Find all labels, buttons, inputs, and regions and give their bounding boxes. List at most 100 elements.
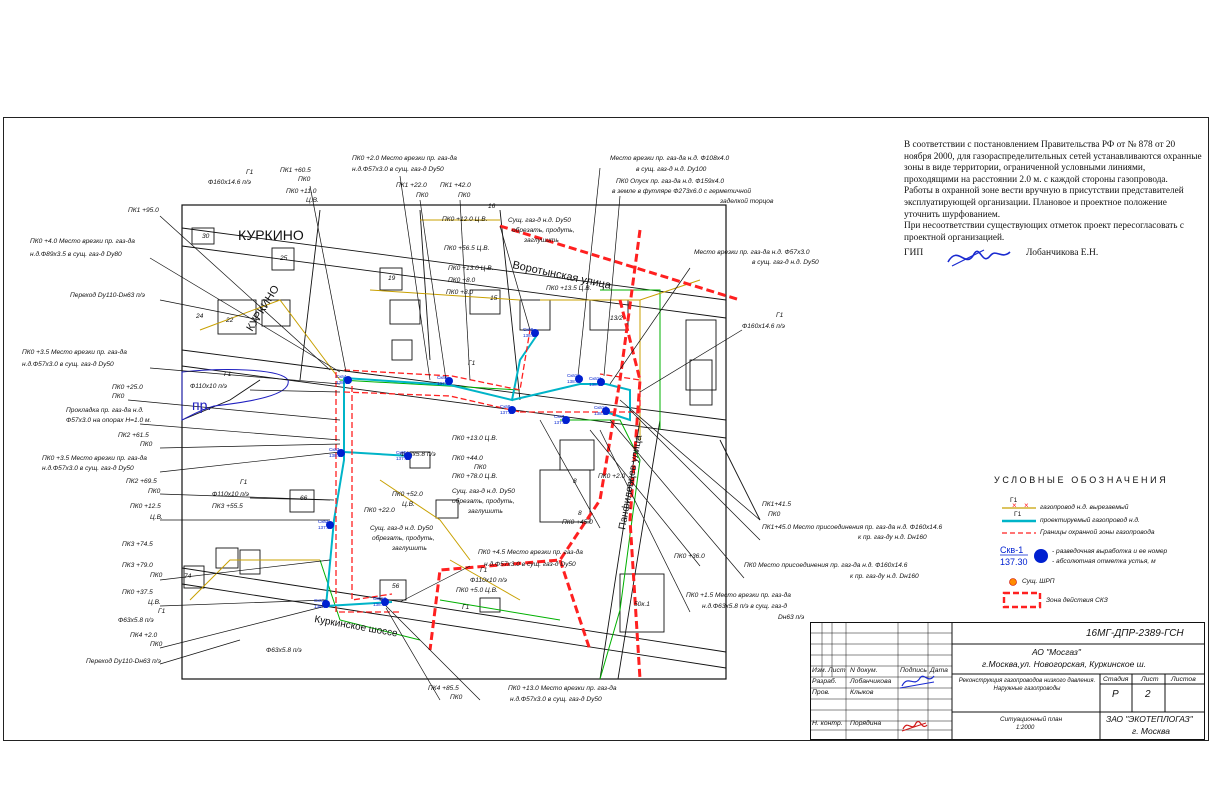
map-label: н.д.Ф57х3.0 в сущ. газ-д Dy50 bbox=[484, 560, 576, 568]
map-label: ПК0 +12.5 bbox=[130, 503, 161, 510]
map-label: 8 bbox=[573, 478, 577, 485]
map-label: ПК3 +74.5 bbox=[122, 541, 153, 548]
map-label: 22 bbox=[225, 317, 234, 324]
map-label: ПК0 +45.0 bbox=[562, 519, 593, 526]
map-label: ПК0 +8.0 bbox=[446, 289, 474, 296]
legend-title: УСЛОВНЫЕ ОБОЗНАЧЕНИЯ bbox=[994, 475, 1169, 485]
borehole-id: Скв11 bbox=[589, 376, 602, 381]
map-label: 24 bbox=[195, 313, 204, 320]
map-label: обрезать, продуть, bbox=[452, 497, 515, 505]
scale: 1:2000 bbox=[1016, 725, 1035, 731]
map-label: ПК0 +3.5 Место врезки пр. газ-да bbox=[22, 348, 127, 356]
map-label: Переход Dy110-Dн63 п/э bbox=[70, 291, 146, 299]
map-label: 56 bbox=[392, 583, 400, 590]
map-label: ПК1 +42.0 bbox=[440, 182, 471, 189]
map-label: ПК1+45.0 Место присоединения пр. газ-да … bbox=[762, 523, 942, 531]
map-label: к пр. газ-ду н.д. Dн160 bbox=[858, 533, 927, 541]
map-label: 15 bbox=[490, 295, 498, 302]
borehole-elevation: 137.30 bbox=[500, 410, 514, 415]
map-label: Г1 bbox=[246, 169, 254, 176]
map-label: Место врезки пр. газ-да н.д. Ф108х4.0 bbox=[610, 154, 730, 162]
gip-label: ГИП bbox=[904, 248, 924, 258]
map-label: заглушить bbox=[391, 545, 427, 552]
drawing-frame bbox=[3, 117, 1209, 741]
borehole-id: Скв8 bbox=[500, 404, 511, 409]
org-name: АО "Мосгаз" bbox=[1032, 647, 1081, 657]
borehole-id: Скв6 bbox=[437, 375, 448, 380]
map-label: ПК1 +60.5 bbox=[280, 167, 311, 174]
role-prov: Пров. bbox=[812, 689, 830, 696]
map-label: ПК0 +8.0 bbox=[448, 277, 476, 284]
map-label: Сущ. газ-д н.д. Dy50 bbox=[508, 216, 571, 224]
borehole-id: Скв4 bbox=[336, 374, 347, 379]
drawing-code: 16МГ-ДПР-2389-ГСН bbox=[1086, 628, 1184, 639]
map-label: Г1 bbox=[158, 608, 166, 615]
pond-outline bbox=[181, 369, 289, 421]
borehole-elevation: 138.30 bbox=[589, 382, 603, 387]
map-label: ПК0 +13.0 Место врезки пр. газ-да bbox=[508, 684, 617, 692]
stage-value: Р bbox=[1112, 689, 1119, 700]
map-label: ПК0 bbox=[474, 464, 487, 471]
map-label: ПК0 +13.5 Ц.В. bbox=[546, 285, 592, 292]
map-label: ПК0 +22.0 bbox=[364, 507, 395, 514]
map-label: Г1 bbox=[776, 312, 784, 319]
borehole-elevation: 138.60 bbox=[314, 604, 328, 609]
svg-text:×: × bbox=[1012, 501, 1017, 510]
map-label: Ц.В. bbox=[148, 599, 161, 606]
map-label: 30 bbox=[202, 233, 210, 240]
borehole-elevation: 138.20 bbox=[594, 411, 608, 416]
borehole-elevation: 137.10 bbox=[437, 381, 451, 386]
borehole-elevation: 137.90 bbox=[318, 525, 332, 530]
protection-zone bbox=[335, 329, 641, 613]
borehole-elevation: 138.10 bbox=[336, 380, 350, 385]
map-label: ПК0 bbox=[416, 192, 429, 199]
col-doc: N докум. bbox=[850, 667, 878, 674]
skz-zone bbox=[428, 224, 741, 680]
map-label: ПК1 +95.0 bbox=[128, 207, 159, 214]
map-label: ПК0 bbox=[148, 488, 161, 495]
note-2: Работы в охранной зоне вести вручную в п… bbox=[904, 186, 1184, 220]
map-label: ПК0 +4.5 Место врезки пр. газ-да bbox=[478, 548, 583, 556]
legend-mark-4b: 137.30 bbox=[1000, 557, 1028, 567]
borehole-marker bbox=[381, 598, 389, 606]
map-label: Ф63х5.8 п/э bbox=[266, 647, 302, 654]
map-label: ПК0 +13.0 Ц.В. bbox=[452, 435, 498, 442]
legend-mark-2: Г1 bbox=[1014, 511, 1022, 518]
map-label: ПК0 +44.0 bbox=[452, 455, 483, 462]
map-label: Ф63х5.8 п/э bbox=[118, 617, 154, 624]
note-3: При несоответствии существующих отметок … bbox=[904, 221, 1184, 243]
map-label: к пр. газ-ду н.д. Dн160 bbox=[850, 572, 919, 580]
map-label: н.д.Ф57х3.0 в сущ. газ-д Dy50 bbox=[42, 464, 134, 472]
borehole-id: Скв9 bbox=[523, 327, 534, 332]
map-label: ПК0 bbox=[150, 572, 163, 579]
title-block-grid bbox=[810, 622, 1205, 740]
map-label: н.д.Ф57х3.0 в сущ. газ-д Dy50 bbox=[352, 165, 444, 173]
map-label: ПК0 +2.0 Место врезки пр. газ-да bbox=[352, 154, 457, 162]
map-label: ПК2 +69.5 bbox=[126, 478, 157, 485]
name-nkontr: Порядина bbox=[850, 720, 882, 727]
pond-label: пр. bbox=[192, 397, 211, 413]
map-label: ПК0 bbox=[298, 176, 311, 183]
address: г.Москва,ул. Новогорская, Куркинское ш. bbox=[982, 659, 1147, 669]
map-label: Г1 bbox=[468, 360, 476, 367]
map-label: ПК2 +61.5 bbox=[118, 432, 149, 439]
borehole-id: Скв3 bbox=[329, 447, 340, 452]
legend-mark-1: Г1 bbox=[1010, 497, 1018, 504]
map-label: Г1 bbox=[462, 604, 470, 611]
map-label: ПК0 +13.0 Ц.В. bbox=[448, 265, 494, 272]
col-date: Дата bbox=[930, 667, 948, 674]
legend-text-2: проектируемый газопровод н.д. bbox=[1040, 517, 1140, 524]
col-list: Лист bbox=[828, 667, 846, 674]
borehole-elevation: 137.10 bbox=[396, 456, 410, 461]
shrp-legend-icon bbox=[1009, 578, 1017, 586]
map-label: Сущ. газ-д н.д. Dy50 bbox=[370, 524, 433, 532]
legend-text-5: Сущ. ШРП bbox=[1022, 578, 1055, 585]
map-label: Место врезки пр. газ-да н.д. Ф57х3.0 bbox=[694, 248, 810, 256]
map-label: 66 bbox=[300, 495, 308, 502]
legend-text-3: Границы охранной зоны газопровода bbox=[1040, 529, 1155, 536]
map-label: обрезать, продуть, bbox=[512, 226, 575, 234]
map-label: н.д.Ф57х3.0 в сущ. газ-д Dy50 bbox=[22, 360, 114, 368]
map-label: ПК0 bbox=[768, 511, 781, 518]
legend-text-1: газопровод н.д. вырезаемый bbox=[1040, 504, 1129, 511]
